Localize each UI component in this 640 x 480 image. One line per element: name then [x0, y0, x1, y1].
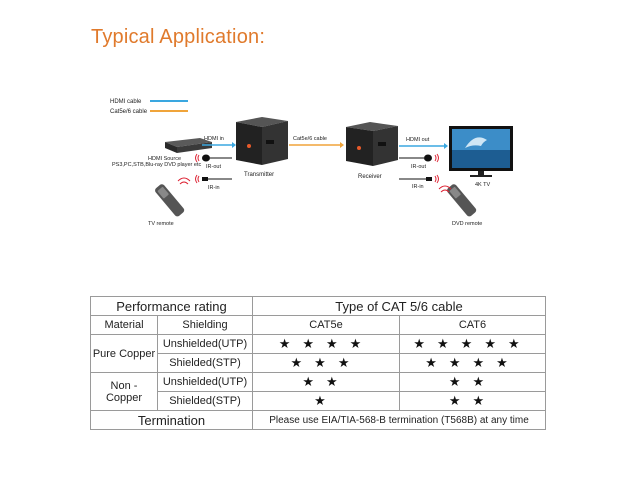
ir-out-left-label: IR-out: [206, 164, 221, 170]
material-cell: Pure Copper: [90, 334, 158, 373]
ir-out-right-label: IR-out: [411, 164, 426, 170]
star-icon: ★: [484, 336, 508, 351]
ir-receiver-left-icon: [195, 174, 232, 184]
star-rating: ★★: [449, 393, 496, 408]
header-cable-type: Type of CAT 5/6 cable: [252, 296, 546, 316]
receiver-icon: [346, 122, 398, 166]
star-icon: ★: [413, 336, 438, 351]
star-rating: ★★★: [291, 355, 362, 370]
tv-icon: [449, 126, 513, 177]
star-icon: ★: [437, 336, 461, 351]
receiver-label: Receiver: [358, 174, 382, 180]
source-label-2: PS3,PC,STB,Blu-ray DVD player etc: [112, 162, 202, 168]
ir-in-right-label: IR-in: [412, 184, 424, 190]
star-icon: ★: [448, 393, 473, 408]
ir-emitter-right-icon: [399, 153, 439, 163]
termination-value: Please use EIA/TIA-568-B termination (T5…: [252, 410, 546, 430]
cat5e-rating: ★★★★: [252, 334, 400, 354]
star-icon: ★: [448, 374, 473, 389]
tv-remote-icon: [155, 184, 185, 217]
legend-cat-label: Cat5e/6 cable: [110, 109, 148, 115]
star-rating: ★★: [449, 374, 496, 389]
star-icon: ★: [472, 393, 497, 408]
tv-remote-label: TV remote: [148, 221, 174, 227]
shielding-cell: Shielded(STP): [157, 391, 253, 411]
star-icon: ★: [314, 393, 338, 408]
star-icon: ★: [290, 355, 315, 370]
star-icon: ★: [507, 336, 532, 351]
cat6-rating: ★★★★: [399, 353, 546, 373]
legend-hdmi-label: HDMI cable: [110, 99, 142, 105]
star-icon: ★: [472, 374, 497, 389]
shielding-cell: Unshielded(UTP): [157, 334, 253, 354]
star-icon: ★: [326, 336, 350, 351]
performance-table: Performance rating Type of CAT 5/6 cable…: [90, 296, 546, 430]
source-label-1: HDMI Source: [148, 156, 181, 162]
star-icon: ★: [326, 374, 350, 389]
shielding-cell: Shielded(STP): [157, 353, 253, 373]
transmitter-icon: [236, 117, 288, 165]
hdmi-out-label: HDMI out: [406, 137, 430, 143]
star-rating: ★★★★: [425, 355, 520, 370]
star-icon: ★: [314, 355, 338, 370]
page-title: Typical Application:: [91, 26, 266, 48]
material-cell: Non - Copper: [90, 372, 158, 411]
star-icon: ★: [337, 355, 362, 370]
col-cat5e: CAT5e: [252, 315, 400, 335]
hdmi-in-label: HDMI in: [204, 136, 224, 142]
star-rating: ★★★★: [279, 336, 374, 351]
col-material: Material: [90, 315, 158, 335]
star-icon: ★: [302, 374, 326, 389]
table-row: Shielded(STP) ★ ★★: [91, 391, 546, 411]
termination-row: Termination Please use EIA/TIA-568-B ter…: [90, 410, 546, 430]
cat6-rating: ★★: [399, 372, 546, 392]
table-row: Non - Copper Unshielded(UTP) ★★ ★★: [90, 372, 546, 411]
star-icon: ★: [302, 336, 326, 351]
cat6-rating: ★★★★★: [399, 334, 546, 354]
dvd-remote-label: DVD remote: [452, 221, 482, 227]
cat5e-rating: ★: [252, 391, 400, 411]
star-rating: ★★★★★: [413, 336, 531, 351]
col-cat6: CAT6: [399, 315, 546, 335]
table-row: Pure Copper Unshielded(UTP) ★★★★ ★★★★★: [90, 334, 546, 373]
ir-in-left-label: IR-in: [208, 185, 220, 191]
cat5e-rating: ★★★: [252, 353, 400, 373]
table-header-row: Performance rating Type of CAT 5/6 cable: [90, 296, 546, 316]
table-row: Shielded(STP) ★★★ ★★★★: [91, 353, 546, 373]
connection-diagram: HDMI cable Cat5e/6 cable HDMI Source PS3…: [110, 99, 513, 227]
col-shielding: Shielding: [157, 315, 253, 335]
star-icon: ★: [278, 336, 303, 351]
star-icon: ★: [425, 355, 449, 370]
transmitter-label: Transmitter: [244, 172, 274, 178]
star-icon: ★: [472, 355, 497, 370]
star-icon: ★: [460, 336, 485, 351]
cat5e-rating: ★★: [252, 372, 400, 392]
star-icon: ★: [349, 336, 374, 351]
dvd-remote-icon: [447, 184, 477, 217]
star-icon: ★: [496, 355, 520, 370]
table-subheader-row: Material Shielding CAT5e CAT6: [90, 315, 546, 335]
star-rating: ★★: [302, 374, 349, 389]
cat6-rating: ★★: [399, 391, 546, 411]
termination-label: Termination: [90, 410, 253, 430]
ir-emitter-left-icon: [195, 153, 232, 163]
cat-cable-label: Cat5e/6 cable: [293, 136, 327, 142]
star-rating: ★: [314, 393, 338, 408]
shielding-cell: Unshielded(UTP): [157, 372, 253, 392]
tv-label: 4K TV: [475, 182, 491, 188]
ir-receiver-right-icon: [399, 174, 439, 184]
star-icon: ★: [448, 355, 473, 370]
header-performance-rating: Performance rating: [90, 296, 253, 316]
